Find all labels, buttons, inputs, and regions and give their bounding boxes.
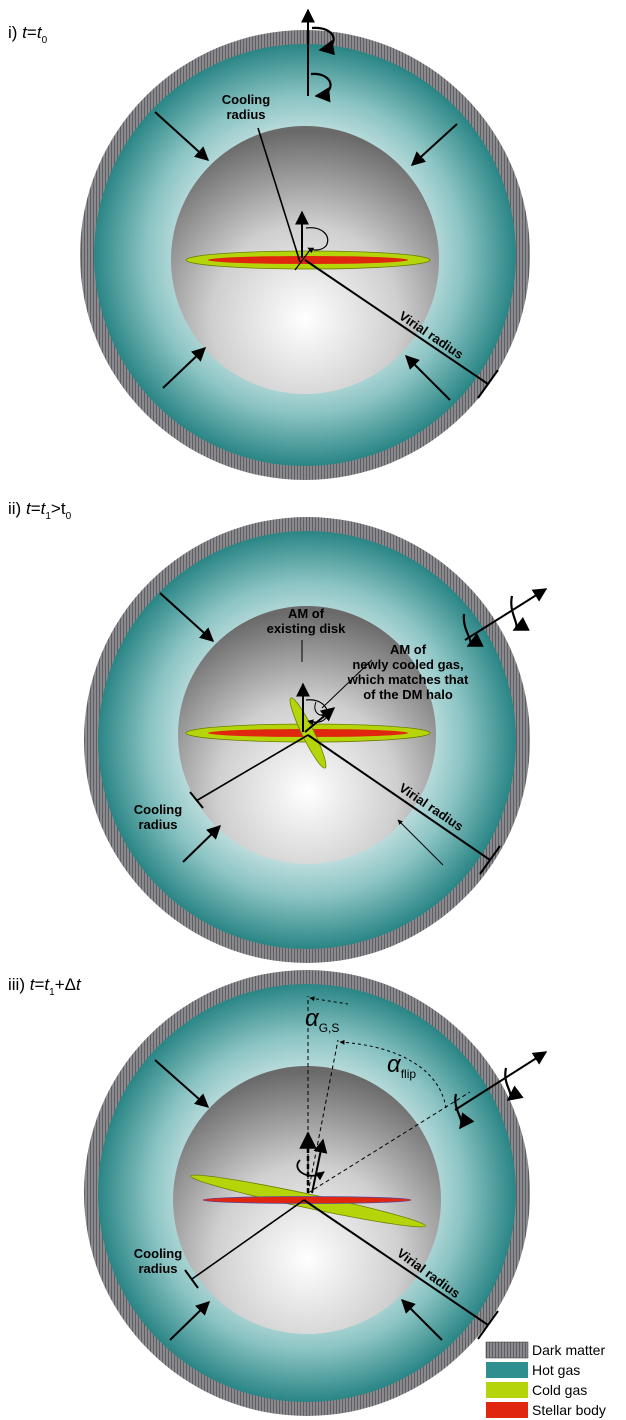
infall-arrow: [154, 1059, 210, 1108]
virial-radius-line: [307, 734, 491, 861]
gas-am-arrow: [311, 1138, 328, 1194]
panel-2-label: ii) t=t1>t0: [8, 499, 72, 522]
legend-label: Cold gas: [532, 1382, 587, 1398]
legend-label: Stellar body: [532, 1402, 606, 1418]
legend-item-hot-gas: Hot gas: [486, 1362, 580, 1378]
infall-arrow: [397, 819, 444, 866]
new-gas-am-arrow: [304, 707, 336, 733]
rotation-icon: [305, 227, 329, 254]
rotation-icon: [454, 1093, 475, 1130]
rotation-icon: [310, 72, 332, 103]
legend: Dark matter Hot gas Cold gas Stellar bod…: [485, 1341, 606, 1418]
legend-label: Dark matter: [532, 1342, 605, 1358]
alpha-gs-label: αG,S: [305, 1005, 339, 1035]
virial-radius-line: [303, 1199, 489, 1326]
cooling-radius-line: [257, 127, 301, 263]
virial-radius-line: [304, 259, 489, 385]
cooling-radius-line: [195, 734, 309, 802]
legend-swatch: [485, 1341, 529, 1359]
panel-1-label: i) t=t0: [8, 23, 48, 46]
alpha-flip-label: αflip: [387, 1051, 416, 1081]
infall-arrow: [401, 1299, 443, 1341]
halo-am-arrow: [464, 588, 548, 641]
stellar-disk: [202, 1196, 412, 1204]
legend-item-cold-gas: Cold gas: [486, 1382, 587, 1398]
rotation-icon: [296, 1159, 325, 1181]
infall-arrow: [159, 592, 215, 642]
stellar-disk: [208, 256, 408, 264]
legend-label: Hot gas: [532, 1362, 580, 1378]
legend-swatch: [486, 1362, 528, 1378]
legend-swatch: [486, 1402, 528, 1418]
infall-arrow: [162, 347, 207, 389]
infall-arrow: [410, 123, 458, 166]
rotation-icon: [462, 613, 484, 647]
legend-item-stellar-body: Stellar body: [486, 1402, 606, 1418]
halo-am-arrow: [454, 1051, 548, 1111]
infall-arrow: [169, 1301, 211, 1341]
panel-3-label: iii) t=t1+Δt: [8, 975, 82, 998]
infall-arrow: [154, 111, 210, 161]
new-cold-gas-disk: [289, 697, 327, 769]
rotation-icon: [504, 1067, 524, 1101]
infall-arrow: [182, 825, 222, 863]
rotation-icon: [510, 595, 530, 631]
rotation-icon: [311, 26, 336, 56]
legend-swatch: [486, 1382, 528, 1398]
infall-arrow: [405, 355, 451, 401]
legend-item-dark-matter: Dark matter: [485, 1341, 605, 1359]
cooling-radius-line: [191, 1199, 305, 1280]
